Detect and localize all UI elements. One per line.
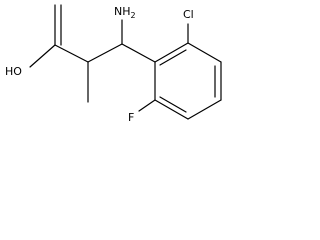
amine-label: NH2 xyxy=(114,5,136,20)
ring-bond-5 xyxy=(154,99,189,120)
amine-subscript: 2 xyxy=(131,11,136,20)
chlorine-label: Cl xyxy=(183,8,194,21)
amine-text: NH xyxy=(114,5,131,18)
hydroxyl-label: HO xyxy=(5,65,22,78)
chemical-structure: NH2 HO Cl F xyxy=(5,4,222,124)
ring-bond-1 xyxy=(154,42,189,63)
fluorine-label: F xyxy=(128,111,134,124)
ring-bond-5-inner xyxy=(159,96,187,113)
ring-bond-2 xyxy=(187,42,222,63)
c-f-bond xyxy=(138,99,156,112)
ring-bond-1-inner xyxy=(159,49,187,66)
carboxyl-alpha-bond xyxy=(54,44,89,63)
alpha-beta-bond xyxy=(87,43,123,63)
beta-ring-bond xyxy=(121,43,156,63)
ring-bond-4 xyxy=(187,99,222,120)
c-oh-bond xyxy=(29,44,56,68)
